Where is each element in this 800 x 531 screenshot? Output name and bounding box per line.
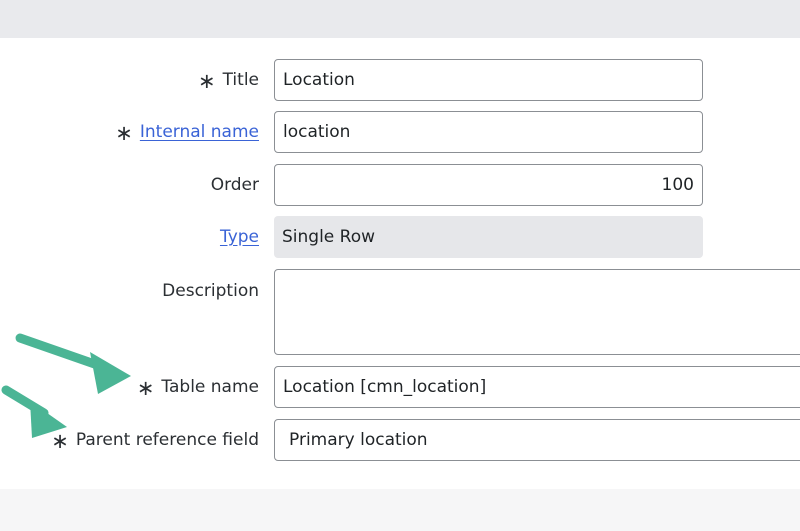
parent-reference-value: Primary location	[289, 430, 428, 450]
description-label-text: Description	[162, 281, 259, 301]
internal-name-row: ∗ Internal name	[0, 111, 800, 153]
type-label: Type	[220, 216, 259, 258]
internal-name-input[interactable]	[274, 111, 703, 153]
table-name-row: ∗ Table name	[0, 366, 800, 408]
title-row: ∗ Title	[0, 59, 800, 101]
title-label: ∗ Title	[198, 59, 259, 101]
description-textarea[interactable]	[274, 269, 800, 355]
parent-reference-select[interactable]: Primary location	[274, 419, 800, 461]
required-asterisk-icon: ∗	[197, 68, 216, 93]
required-asterisk-icon: ∗	[115, 120, 133, 145]
footer-band	[0, 489, 800, 531]
description-label: Description	[162, 277, 259, 305]
required-asterisk-icon: ∗	[51, 428, 69, 453]
order-label-text: Order	[210, 175, 259, 195]
type-value: Single Row	[282, 227, 376, 247]
order-row: Order	[0, 164, 800, 206]
title-label-text: Title	[222, 70, 259, 90]
type-link[interactable]: Type	[219, 227, 259, 247]
header-band	[0, 0, 800, 38]
parent-reference-label: ∗ Parent reference field	[51, 419, 259, 461]
type-row: Type Single Row	[0, 216, 800, 258]
order-label: Order	[211, 164, 259, 206]
parent-reference-row: ∗ Parent reference field Primary locatio…	[0, 419, 800, 461]
table-name-label: ∗ Table name	[137, 366, 259, 408]
description-row: Description	[0, 269, 800, 355]
internal-name-label: ∗ Internal name	[115, 111, 259, 153]
required-asterisk-icon: ∗	[136, 375, 155, 400]
internal-name-link[interactable]: Internal name	[139, 122, 259, 142]
table-name-label-text: Table name	[161, 377, 259, 397]
order-input[interactable]	[274, 164, 703, 206]
parent-reference-label-text: Parent reference field	[75, 430, 259, 450]
type-readonly-field: Single Row	[274, 216, 703, 258]
title-input[interactable]	[274, 59, 703, 101]
table-name-input[interactable]	[274, 366, 800, 408]
